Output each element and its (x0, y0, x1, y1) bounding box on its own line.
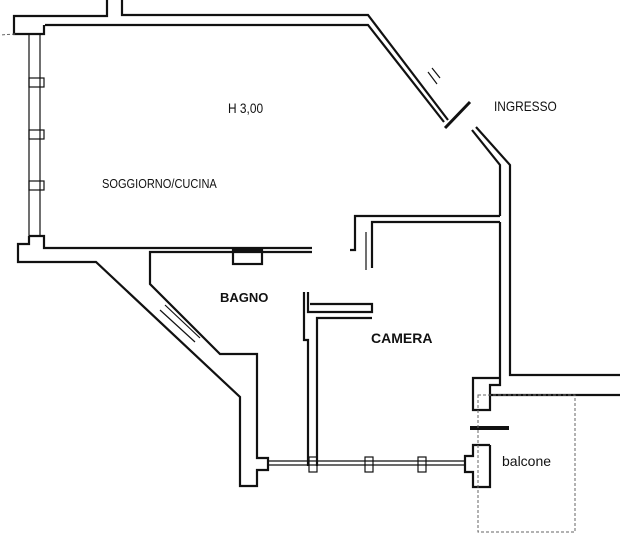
room-label-balcone: balcone (502, 453, 552, 469)
balcony-pillars (463, 376, 509, 489)
room-label-ingresso: INGRESSO (494, 98, 557, 114)
entrance-door (443, 100, 472, 130)
camera-wall (350, 214, 500, 270)
balcony-outline (477, 394, 576, 533)
top-wall (45, 0, 449, 123)
room-label-soggiorno: SOGGIORNO/CUCINA (102, 176, 217, 191)
ceiling-height-label: H 3,00 (228, 100, 264, 116)
room-label-bagno: BAGNO (220, 290, 269, 305)
right-wall (471, 126, 620, 397)
room-label-camera: CAMERA (371, 330, 433, 346)
left-wall (12, 14, 312, 488)
bottom-window (268, 456, 465, 473)
partition-wall (302, 292, 374, 466)
